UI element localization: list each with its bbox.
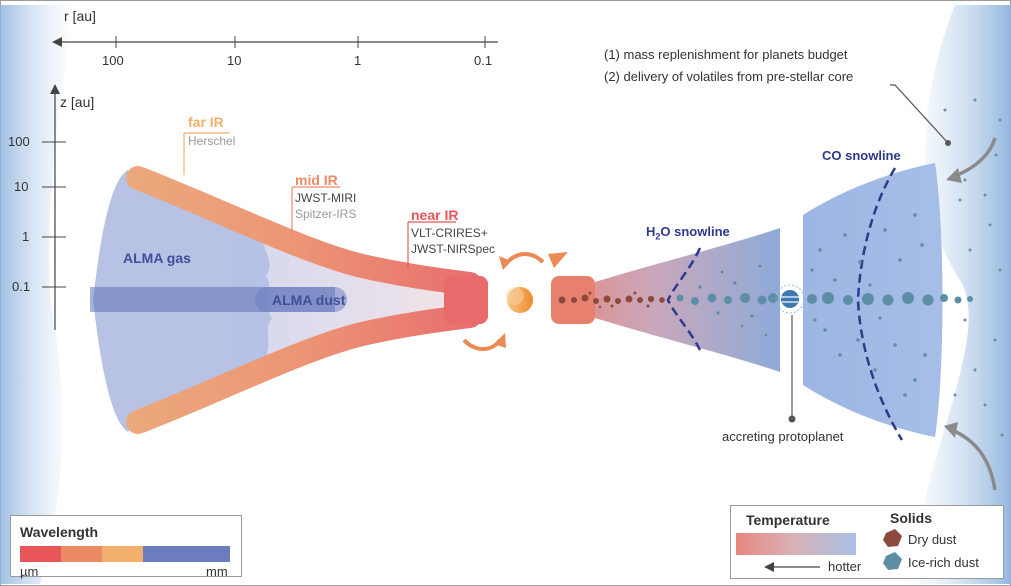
- z-tick-1: 1: [22, 229, 30, 244]
- z-axis: [42, 84, 66, 330]
- wavelength-legend-right: mm: [206, 564, 228, 579]
- infall-note-1: (1) mass replenishment for planets budge…: [604, 47, 848, 62]
- z-tick-0-1: 0.1: [12, 279, 31, 294]
- ice-rich-dust-label: Ice-rich dust: [908, 555, 979, 570]
- envelope-particles: [943, 98, 1004, 437]
- mid-ir-label: mid IR: [295, 172, 338, 188]
- wavelength-legend-title: Wavelength: [20, 524, 99, 540]
- infall-note-2: (2) delivery of volatiles from pre-stell…: [604, 69, 854, 84]
- r-tick-1: 1: [354, 53, 362, 68]
- wavelength-legend-left: µm: [20, 564, 39, 579]
- jwst-miri-label: JWST-MIRI: [295, 191, 357, 205]
- z-axis-label: z [au]: [60, 94, 95, 110]
- jwst-nirspec-label: JWST-NIRSpec: [411, 242, 496, 256]
- infall-arrow-bottom: [951, 428, 997, 491]
- infall-leader-line: [890, 84, 949, 144]
- ice-dust-particles: [676, 213, 973, 397]
- spitzer-irs-label: Spitzer-IRS: [295, 207, 357, 221]
- r-tick-10: 10: [227, 53, 242, 68]
- lower-disk-surface: [126, 304, 482, 434]
- temperature-legend-title: Temperature: [746, 512, 830, 528]
- protoplanet: [781, 290, 799, 308]
- z-tick-10: 10: [14, 179, 29, 194]
- left-envelope: [0, 5, 75, 584]
- inner-cavity-region: [262, 235, 470, 365]
- alma-gas-label: ALMA gas: [123, 250, 191, 266]
- co-snowline-label: CO snowline: [822, 148, 901, 163]
- infall-arrow-top: [954, 137, 997, 178]
- upper-disk-surface: [126, 166, 482, 296]
- vlt-crires-label: VLT-CRIRES+: [411, 226, 488, 240]
- right-envelope: [905, 5, 1011, 584]
- r-axis: [52, 36, 498, 48]
- h2o-snowline-label: H2O snowline: [646, 224, 730, 242]
- left-inner-rim: [444, 276, 488, 324]
- protoplanet-label: accreting protoplanet: [722, 429, 844, 444]
- inner-disk: [595, 228, 780, 372]
- alma-dust-label: ALMA dust: [272, 292, 346, 308]
- herschel-label: Herschel: [188, 134, 236, 148]
- z-tick-100: 100: [8, 134, 30, 149]
- far-ir-label: far IR: [188, 114, 224, 130]
- dry-dust-particles: [558, 291, 665, 309]
- r-tick-0-1: 0.1: [474, 53, 493, 68]
- co-snowline: [856, 167, 904, 441]
- r-axis-label: r [au]: [64, 8, 96, 24]
- accretion-arrow-lower: [494, 333, 506, 348]
- near-ir-label: near IR: [411, 207, 459, 223]
- h2o-snowline: [666, 247, 702, 351]
- alma-dust-tip: [255, 287, 347, 312]
- solids-legend-title: Solids: [890, 510, 933, 526]
- r-tick-100: 100: [102, 53, 124, 68]
- dry-dust-label: Dry dust: [908, 532, 957, 547]
- hotter-label: hotter: [828, 559, 862, 574]
